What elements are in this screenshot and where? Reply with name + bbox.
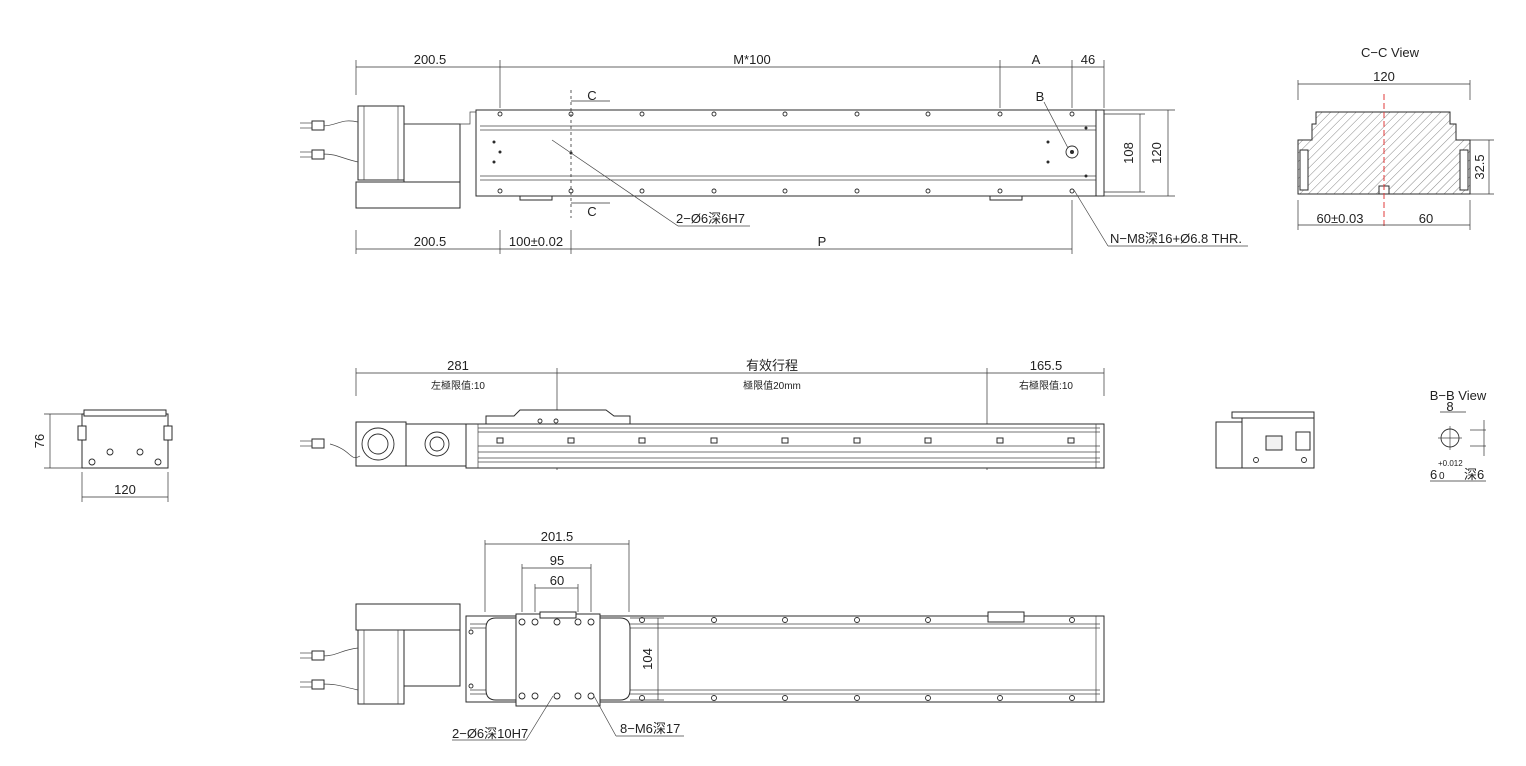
cc-dim-32-5: 32.5	[1472, 154, 1487, 179]
motor-cover	[355, 181, 461, 209]
dim-100-tol: 100±0.02	[509, 234, 563, 249]
dim-200-5-bottom: 200.5	[414, 234, 447, 249]
top-view: 200.5 M*100 A 46	[300, 52, 1248, 254]
limit-sensor	[987, 611, 1025, 623]
dim-200-5-top: 200.5	[414, 52, 447, 67]
dim-effective-stroke: 有效行程	[746, 358, 798, 373]
left-end-view: 76 120	[32, 409, 173, 502]
motor-body	[357, 105, 405, 181]
bb-tolerance: +0.012	[1438, 459, 1463, 468]
callout-n-m8: N−M8深16+Ø6.8 THR.	[1110, 231, 1242, 246]
dim-120-end: 120	[114, 482, 136, 497]
callout-8-m6: 8−M6深17	[620, 721, 680, 736]
dim-104: 104	[640, 648, 655, 670]
note-left-limit: 左極限值:10	[431, 379, 485, 392]
cc-dim-60: 60	[1419, 211, 1433, 226]
dim-108: 108	[1121, 142, 1136, 164]
bb-dim-8: 8	[1446, 399, 1453, 414]
dim-46: 46	[1081, 52, 1095, 67]
label-b: B	[1036, 89, 1045, 104]
dim-201-5: 201.5	[541, 529, 574, 544]
callout-2-holes-10h7: 2−Ø6深10H7	[452, 726, 528, 741]
bb-tol-zero: 0	[1439, 471, 1445, 482]
bb-dim-6: 6	[1430, 467, 1437, 482]
rail-holes-top	[492, 111, 1088, 194]
end-body	[81, 413, 169, 469]
dim-60-bottom: 60	[550, 573, 564, 588]
dim-m100: M*100	[733, 52, 771, 67]
cc-section-view: C−C View 120 32.5 60±0.03 60	[1297, 45, 1494, 230]
bb-view-title: B−B View	[1430, 388, 1487, 403]
right-end-view	[1215, 411, 1315, 469]
bb-depth: 深6	[1464, 467, 1484, 482]
side-carriage	[485, 409, 631, 425]
section-c-top: C	[587, 88, 596, 103]
bottom-rail-holes	[468, 617, 1075, 701]
cc-dim-120: 120	[1373, 69, 1395, 84]
rail-body-top	[475, 109, 1105, 197]
dim-281: 281	[447, 358, 469, 373]
cc-dim-60-tol: 60±0.03	[1317, 211, 1364, 226]
side-rail-slots	[496, 437, 1075, 444]
carriage-holes	[518, 618, 595, 700]
right-end-motor	[1215, 421, 1243, 469]
note-limit-20mm: 極限值20mm	[743, 379, 801, 392]
dim-p: P	[818, 234, 827, 249]
note-right-limit: 右極限值:10	[1019, 379, 1073, 392]
dim-a: A	[1032, 52, 1041, 67]
bottom-motor-cover	[355, 603, 461, 631]
bb-detail-view: B−B View 8 +0.012 6 0 深6	[1430, 388, 1487, 482]
dim-120-top: 120	[1149, 142, 1164, 164]
coupling-housing	[403, 123, 461, 183]
side-view: 281 左極限值:10 有效行程 極限值20mm 165.5 右極限值:10	[300, 358, 1105, 470]
dim-165-5: 165.5	[1030, 358, 1063, 373]
bottom-motor	[357, 629, 405, 705]
dim-95: 95	[550, 553, 564, 568]
dim-76: 76	[32, 434, 47, 448]
section-c-bottom: C	[587, 204, 596, 219]
callout-2-holes-6h7: 2−Ø6深6H7	[676, 211, 745, 226]
cc-view-title: C−C View	[1361, 45, 1420, 60]
bottom-view: 201.5 95 60	[300, 529, 1105, 741]
